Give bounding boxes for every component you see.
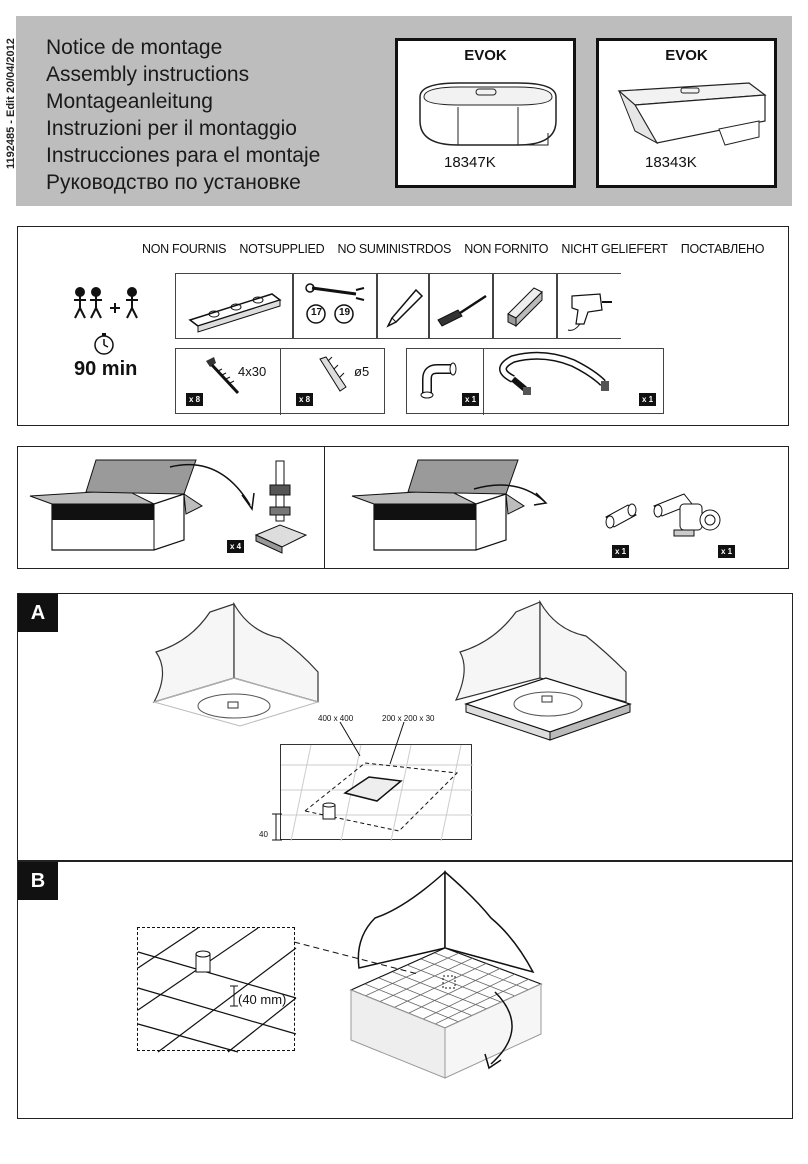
hose-quantity-badge: x 1 bbox=[639, 393, 657, 406]
trap-quantity-badge: x 1 bbox=[718, 545, 736, 558]
contents-feet-panel bbox=[17, 446, 325, 569]
feet-quantity-badge: x 4 bbox=[227, 540, 245, 553]
not-supplied-fr: NON FOURNIS bbox=[142, 242, 227, 256]
section-a-panel bbox=[17, 593, 793, 861]
waste-pipe-icon bbox=[605, 503, 637, 529]
unpack-arrow-feet bbox=[169, 463, 255, 511]
cell-divider bbox=[483, 349, 484, 415]
tile-detail-panel bbox=[137, 927, 297, 1053]
open-box-icon bbox=[29, 459, 203, 551]
recess-detail-drawing bbox=[281, 744, 473, 842]
oval-bathtub-illustration bbox=[419, 82, 557, 146]
floor-corner-with-platform bbox=[454, 599, 632, 741]
elbow-quantity-badge: x 1 bbox=[462, 393, 480, 406]
not-supplied-es: NO SUMINISTRDOS bbox=[337, 242, 452, 256]
title-de: Montageanleitung bbox=[46, 90, 213, 113]
section-b-panel bbox=[17, 861, 793, 1119]
screwdriver-cell bbox=[429, 273, 493, 339]
two-plus-one-persons-icon bbox=[74, 287, 138, 319]
floor-corner-oval-outline bbox=[152, 601, 320, 727]
drill-cell bbox=[557, 273, 621, 339]
elbow-hose-cell: x 1 x 1 bbox=[406, 348, 664, 415]
not-supplied-labels: NON FOURNIS NOTSUPPLIED NO SUMINISTRDOS … bbox=[142, 242, 774, 256]
height-dimension-line bbox=[272, 813, 282, 841]
model-code: 18347K bbox=[444, 154, 496, 171]
tile-detail-drawing bbox=[137, 927, 297, 1053]
model-name: EVOK bbox=[665, 47, 708, 64]
title-fr: Notice de montage bbox=[46, 36, 223, 59]
tools-panel bbox=[17, 226, 789, 426]
wrench-size-17: 17 bbox=[310, 307, 323, 318]
title-ru: Руководство по установке bbox=[46, 171, 301, 194]
dimension-leaders bbox=[339, 721, 405, 765]
unpack-arrow-waste bbox=[473, 484, 548, 506]
rectangular-bathtub-illustration bbox=[617, 82, 767, 146]
stopwatch-icon bbox=[94, 333, 114, 355]
cell-divider bbox=[280, 349, 281, 415]
pipe-height-mm: (40 mm) bbox=[238, 992, 287, 1007]
flexible-hose-icon bbox=[499, 351, 609, 395]
assembly-time: 90 min bbox=[74, 358, 138, 380]
model-card-18347k: EVOK 18347K bbox=[395, 38, 576, 188]
pipe-quantity-badge: x 1 bbox=[612, 545, 630, 558]
title-en: Assembly instructions bbox=[46, 63, 250, 86]
spirit-level-cell bbox=[175, 273, 293, 339]
pencil-icon bbox=[386, 288, 424, 328]
contents-waste-panel bbox=[325, 446, 789, 569]
bottle-trap-icon bbox=[653, 493, 721, 537]
recess-detail-panel bbox=[280, 744, 473, 842]
wrench-size-19: 19 bbox=[338, 307, 351, 318]
screw-quantity-badge: x 8 bbox=[186, 393, 204, 406]
not-supplied-it: NON FORNITO bbox=[464, 242, 549, 256]
open-end-wrench-icon bbox=[305, 283, 365, 324]
section-b-label: B bbox=[18, 862, 58, 900]
inner-dimension-label: 200 x 200 x 30 bbox=[382, 714, 435, 723]
plug-quantity-badge: x 8 bbox=[296, 393, 314, 406]
title-es: Instrucciones para el montaje bbox=[46, 144, 321, 167]
adjustable-foot-icon bbox=[254, 460, 308, 554]
screw-size: 4x30 bbox=[238, 364, 267, 379]
not-supplied-de: NICHT GELIEFERT bbox=[561, 242, 668, 256]
screwdriver-icon bbox=[437, 294, 487, 327]
electric-drill-icon bbox=[567, 293, 612, 331]
not-supplied-ru: ПОСТАВЛЕНО bbox=[680, 242, 765, 256]
wrench-cell: 17 19 bbox=[293, 273, 377, 339]
section-a-label: A bbox=[18, 594, 58, 632]
title-it: Instruzioni per il montaggio bbox=[46, 117, 297, 140]
model-card-18343k: EVOK 18343K bbox=[596, 38, 777, 188]
pencil-cell bbox=[377, 273, 429, 339]
tiled-floor-cutaway bbox=[349, 870, 543, 1079]
screws-plugs-cell: 4x30 x 8 ø5 x 8 bbox=[175, 348, 385, 415]
wood-block-icon bbox=[507, 287, 543, 328]
elbow-fitting-icon bbox=[420, 362, 457, 399]
detail-connector-dashes bbox=[293, 941, 419, 975]
wood-block-cell bbox=[493, 273, 557, 339]
plug-size: ø5 bbox=[354, 364, 370, 379]
wall-plug-icon bbox=[319, 356, 347, 392]
pipe-height-label: 40 bbox=[259, 830, 268, 839]
model-name: EVOK bbox=[464, 47, 507, 64]
outer-dimension-label: 400 x 400 bbox=[318, 714, 354, 723]
spirit-level-icon bbox=[188, 293, 282, 333]
screw-icon bbox=[206, 357, 240, 395]
header-banner: Notice de montage Assembly instructions … bbox=[16, 16, 792, 206]
model-code: 18343K bbox=[645, 154, 697, 171]
not-supplied-en: NOTSUPPLIED bbox=[239, 242, 325, 256]
title-block: Notice de montage Assembly instructions … bbox=[46, 34, 320, 196]
